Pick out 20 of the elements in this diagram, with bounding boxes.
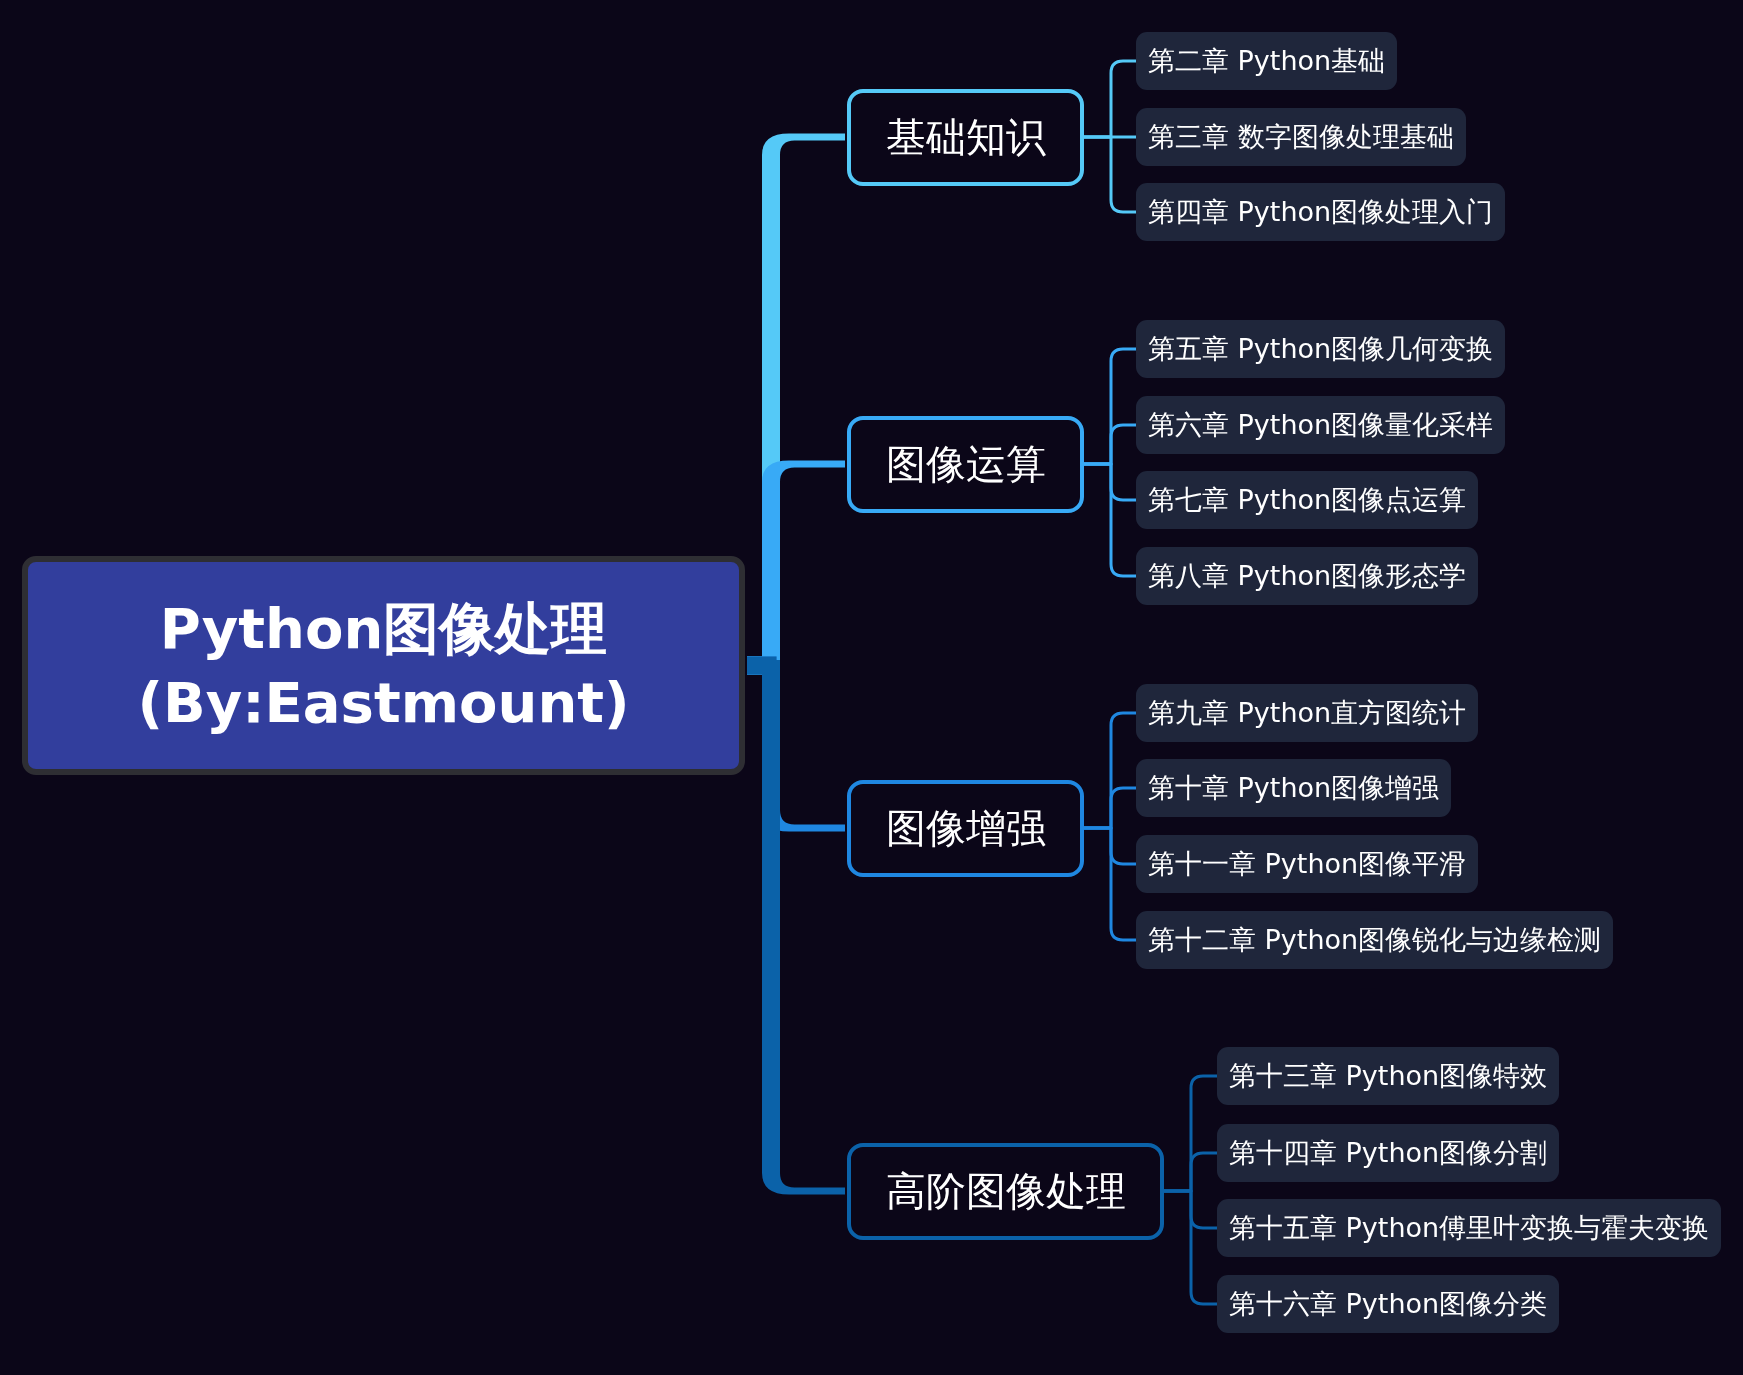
chapter-box: 第十一章 Python图像平滑	[1136, 835, 1479, 893]
chapter-box: 第十六章 Python图像分类	[1217, 1275, 1560, 1333]
chapter-box: 第四章 Python图像处理入门	[1136, 183, 1506, 241]
chapter-box: 第八章 Python图像形态学	[1136, 547, 1479, 605]
topic-box: 图像增强	[847, 779, 1084, 877]
chapter-box: 第十三章 Python图像特效	[1217, 1047, 1560, 1105]
chapter-box: 第三章 数字图像处理基础	[1136, 108, 1466, 166]
topic-box: 高阶图像处理	[847, 1142, 1164, 1240]
chapter-box: 第十四章 Python图像分割	[1217, 1124, 1560, 1182]
chapter-box: 第十章 Python图像增强	[1136, 759, 1452, 817]
central-topic-box: Python图像处理 (By:Eastmount)	[22, 556, 745, 775]
topic-box: 基础知识	[847, 88, 1084, 186]
chapter-box: 第六章 Python图像量化采样	[1136, 396, 1506, 454]
chapter-box: 第九章 Python直方图统计	[1136, 684, 1479, 742]
chapter-box: 第十五章 Python傅里叶变换与霍夫变换	[1217, 1199, 1722, 1257]
chapter-box: 第二章 Python基础	[1136, 32, 1398, 90]
chapter-box: 第十二章 Python图像锐化与边缘检测	[1136, 911, 1614, 969]
topic-box: 图像运算	[847, 415, 1084, 513]
chapter-box: 第七章 Python图像点运算	[1136, 471, 1479, 529]
chapter-box: 第五章 Python图像几何变换	[1136, 320, 1506, 378]
